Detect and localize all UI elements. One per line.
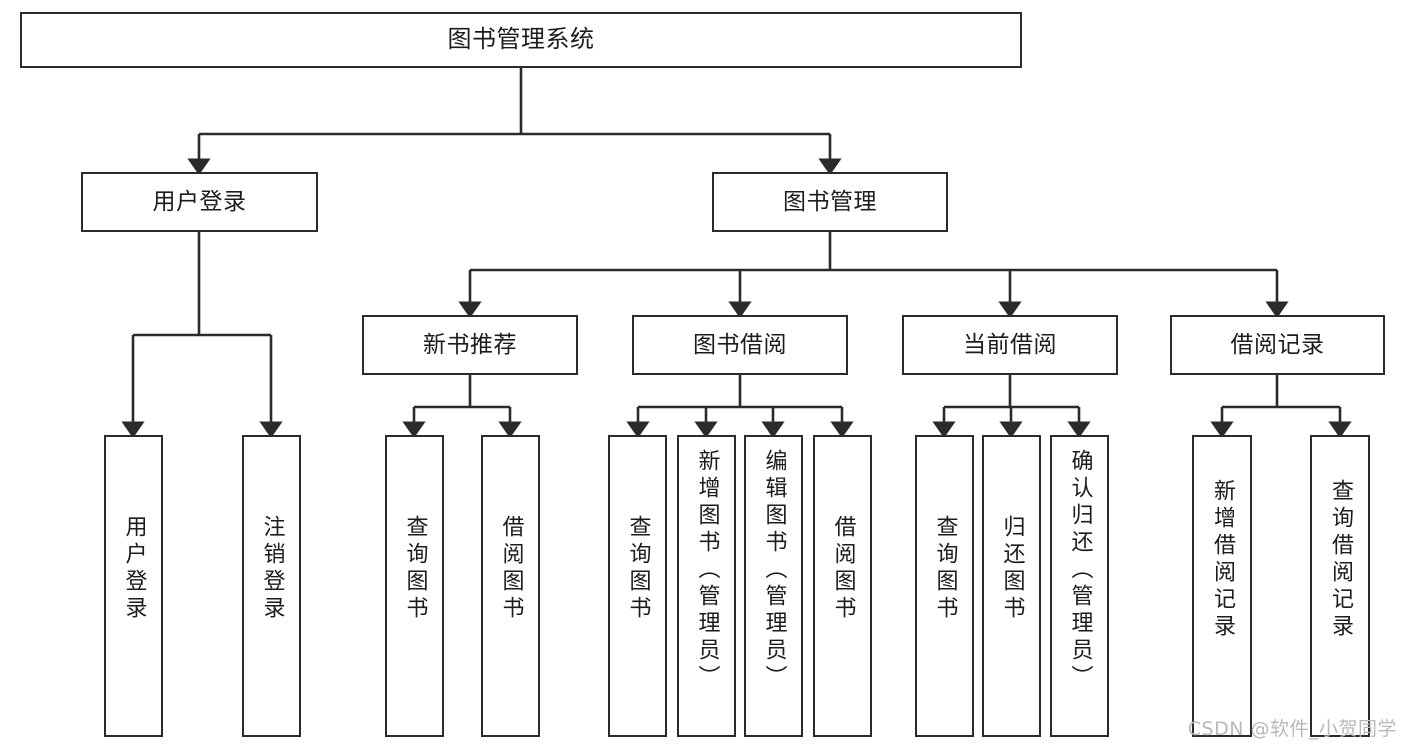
leaf-query-borrow-record[interactable]: 查询借阅记录 <box>1310 435 1370 737</box>
node-label: 借阅图书 <box>498 515 524 623</box>
leaf-confirm-return-admin[interactable]: 确认归还（管理员） <box>1050 435 1109 737</box>
leaf-new-book-borrow[interactable]: 借阅图书 <box>481 435 540 737</box>
leaf-add-book-admin[interactable]: 新增图书（管理员） <box>677 435 736 737</box>
node-current-borrow[interactable]: 当前借阅 <box>902 315 1118 375</box>
node-borrow-record[interactable]: 借阅记录 <box>1170 315 1385 375</box>
node-user-login[interactable]: 用户登录 <box>81 172 318 232</box>
node-book-borrow[interactable]: 图书借阅 <box>632 315 848 375</box>
node-label: 新增借阅记录 <box>1210 479 1235 641</box>
leaf-add-borrow-record[interactable]: 新增借阅记录 <box>1192 435 1252 737</box>
leaf-new-book-query[interactable]: 查询图书 <box>385 435 444 737</box>
node-label: 编辑图书（管理员） <box>761 449 787 692</box>
node-label: 图书借阅 <box>693 331 787 358</box>
leaf-user-logout[interactable]: 注销登录 <box>242 435 301 737</box>
node-label: 图书管理系统 <box>447 25 595 54</box>
node-new-book-recommend[interactable]: 新书推荐 <box>362 315 578 375</box>
leaf-borrow-query-book[interactable]: 查询图书 <box>608 435 667 737</box>
node-book-management[interactable]: 图书管理 <box>712 172 948 232</box>
leaf-return-book[interactable]: 归还图书 <box>982 435 1041 737</box>
node-label: 查询图书 <box>402 515 428 623</box>
node-label: 查询图书 <box>932 515 958 623</box>
watermark-text: CSDN @软件_小贺同学 <box>1187 718 1397 740</box>
node-label: 借阅图书 <box>830 515 856 623</box>
node-label: 用户登录 <box>121 515 147 623</box>
leaf-current-query-book[interactable]: 查询图书 <box>915 435 974 737</box>
leaf-borrow-book[interactable]: 借阅图书 <box>813 435 872 737</box>
node-label: 确认归还（管理员） <box>1067 449 1093 692</box>
node-label: 新增图书（管理员） <box>694 449 720 692</box>
node-label: 用户登录 <box>152 188 247 215</box>
leaf-edit-book-admin[interactable]: 编辑图书（管理员） <box>744 435 803 737</box>
leaf-user-login[interactable]: 用户登录 <box>104 435 163 737</box>
node-label: 新书推荐 <box>423 331 517 358</box>
node-label: 查询图书 <box>625 515 651 623</box>
node-label: 查询借阅记录 <box>1328 479 1353 641</box>
node-root-system[interactable]: 图书管理系统 <box>20 12 1022 68</box>
node-label: 归还图书 <box>999 515 1025 623</box>
node-label: 借阅记录 <box>1230 331 1325 358</box>
node-label: 注销登录 <box>259 515 285 623</box>
node-label: 图书管理 <box>783 188 877 215</box>
node-label: 当前借阅 <box>963 331 1057 358</box>
